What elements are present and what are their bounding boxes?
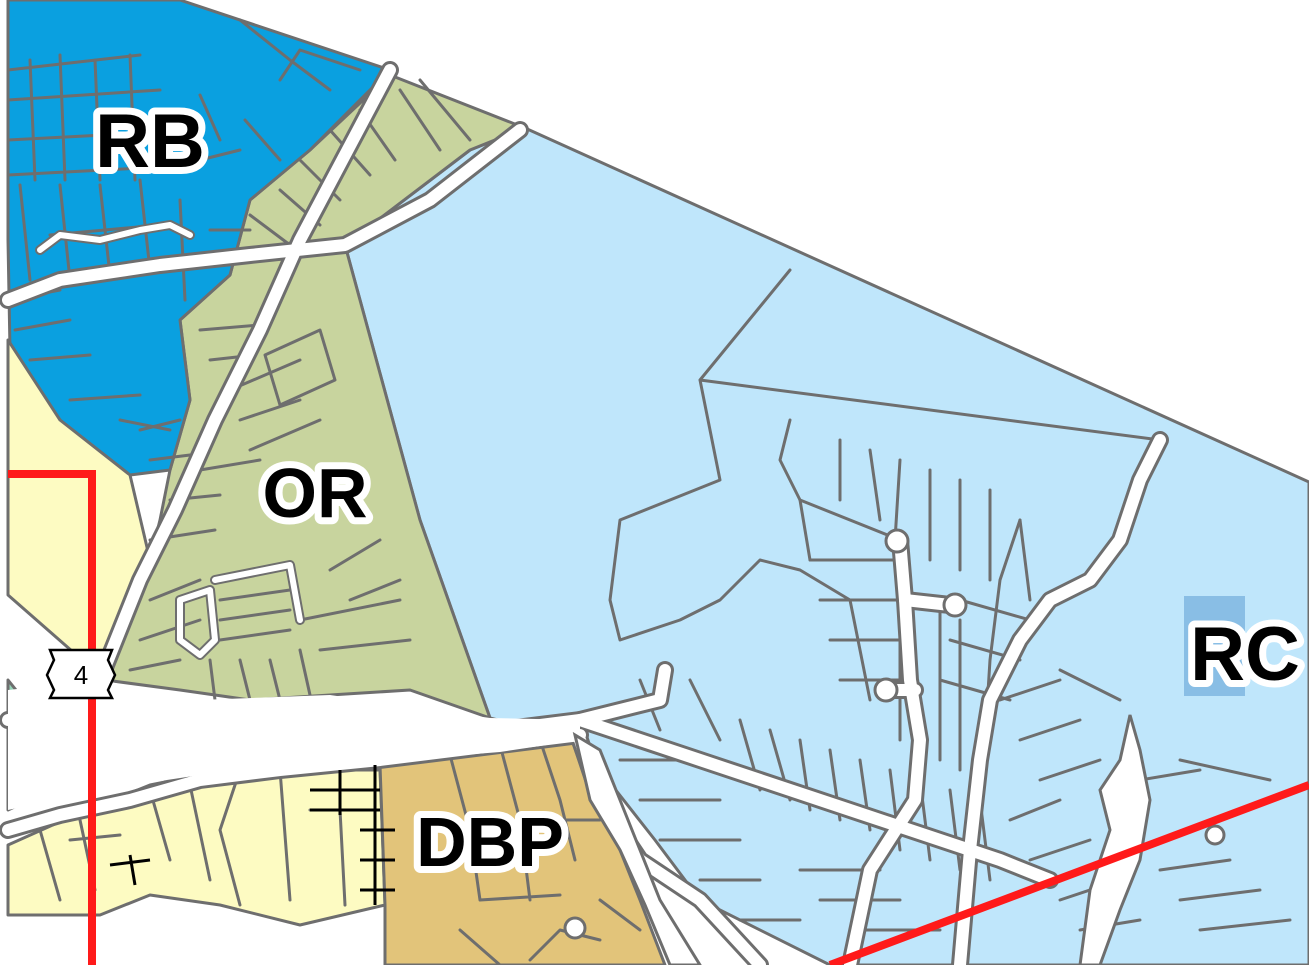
route-number: 4	[74, 660, 88, 690]
district-boundary	[8, 470, 1309, 965]
survey-grid-hatch	[109, 765, 395, 905]
roads	[0, 61, 1226, 965]
zone-label-or: OR	[263, 454, 368, 532]
parcel-lines	[6, 18, 1292, 965]
rc-highlight	[1184, 596, 1245, 696]
zone-label-dbp: DBP	[416, 803, 564, 881]
zone-label-rb: RB	[95, 99, 205, 184]
route-shield-icon: 4	[45, 648, 117, 700]
zone-label-rc: RC	[1190, 612, 1300, 697]
water-bodies	[572, 714, 1152, 965]
